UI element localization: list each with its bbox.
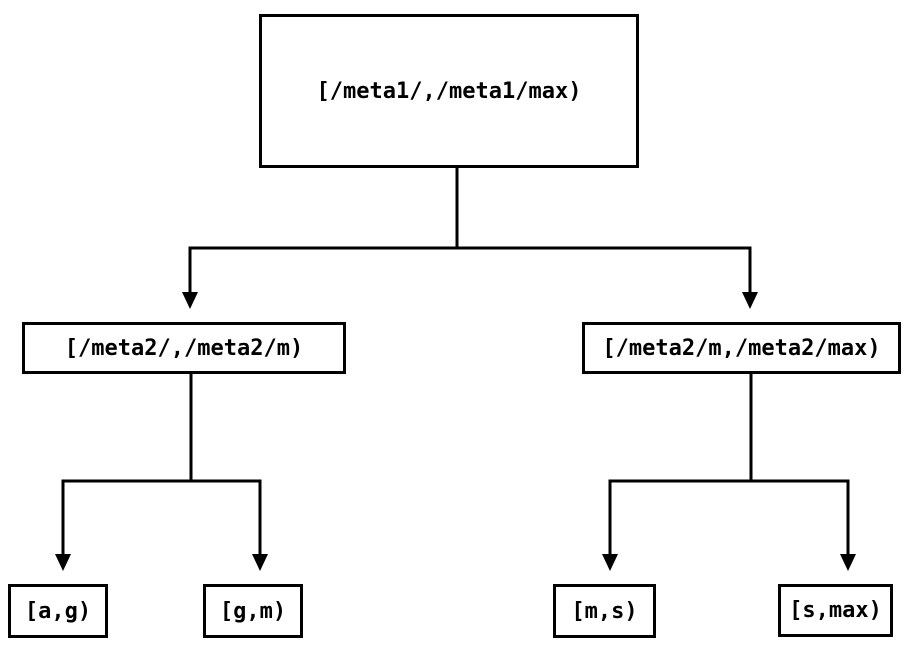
tree-leaf-ms: [m,s) [553, 584, 656, 638]
tree-node-root-label: [/meta1/,/meta1/max) [316, 78, 582, 104]
arrowhead-down-icon [742, 292, 758, 309]
arrowhead-down-icon [602, 554, 618, 571]
tree-node-meta2-high-label: [/meta2/m,/meta2/max) [602, 335, 881, 361]
tree-node-root: [/meta1/,/meta1/max) [259, 14, 639, 168]
tree-node-meta2-low-label: [/meta2/,/meta2/m) [64, 335, 304, 361]
tree-leaf-gm: [g,m) [203, 584, 303, 638]
tree-leaf-smax: [s,max) [778, 584, 893, 637]
tree-node-meta2-high: [/meta2/m,/meta2/max) [582, 322, 901, 374]
arrowhead-down-icon [55, 554, 71, 571]
edge-root-to-children [182, 167, 758, 309]
tree-leaf-ag-label: [a,g) [24, 598, 92, 624]
tree-leaf-gm-label: [g,m) [219, 598, 287, 624]
tree-leaf-ms-label: [m,s) [571, 598, 638, 624]
edge-root-stem [188, 167, 752, 294]
arrowhead-down-icon [252, 554, 268, 571]
tree-leaf-ag: [a,g) [8, 584, 108, 638]
edge-left-to-children [55, 373, 268, 571]
edge-right-to-children [602, 373, 856, 571]
tree-node-meta2-low: [/meta2/,/meta2/m) [22, 322, 346, 374]
edge-right-stem [608, 373, 850, 556]
arrowhead-down-icon [182, 292, 198, 309]
arrowhead-down-icon [840, 554, 856, 571]
tree-leaf-smax-label: [s,max) [789, 598, 882, 623]
edge-left-stem [61, 373, 262, 556]
